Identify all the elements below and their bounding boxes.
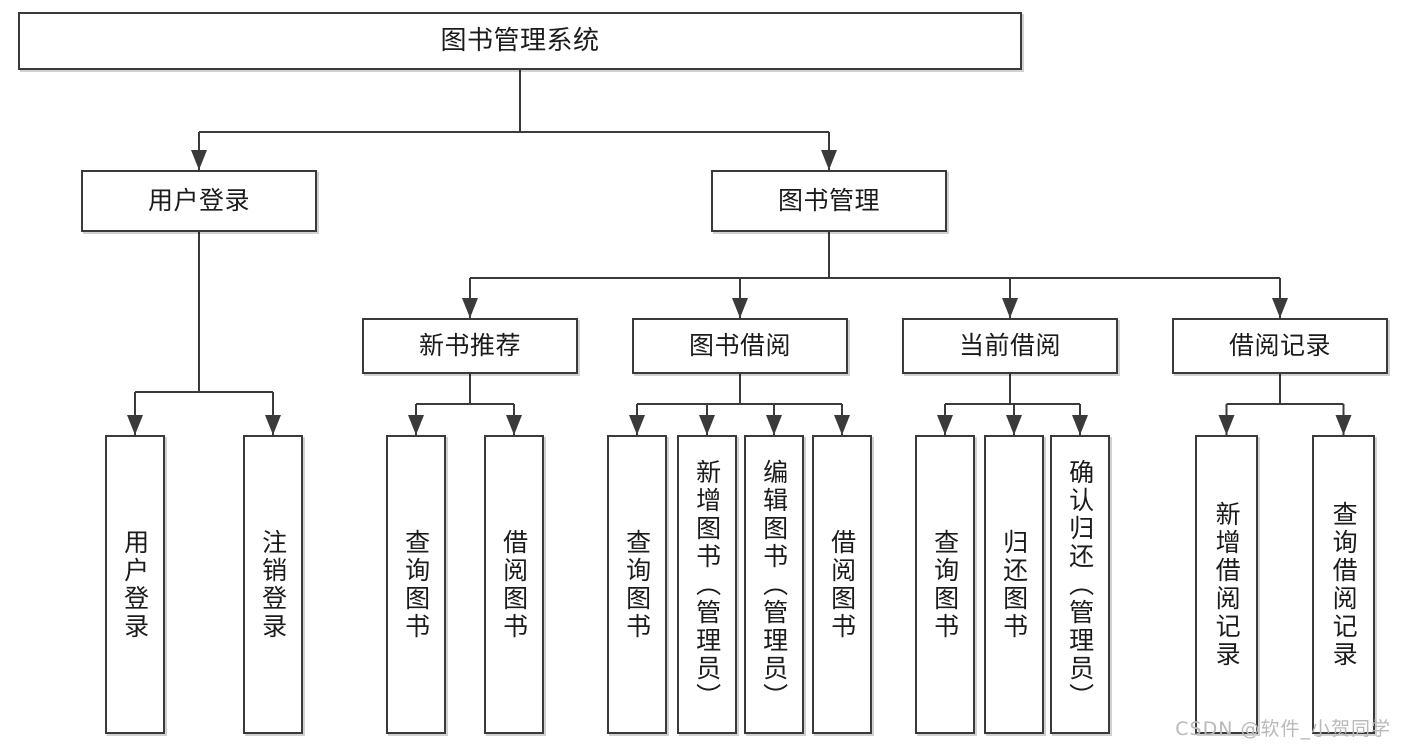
node-borrow-records[interactable]: 借阅记录 <box>1172 318 1388 374</box>
leaf-borrow-book-1-label: 借阅图书 <box>499 528 529 641</box>
leaf-return-book-label: 归还图书 <box>999 528 1029 641</box>
leaf-edit-book[interactable]: 编辑图书（管理员） <box>744 435 804 734</box>
leaf-query-book-3[interactable]: 查询图书 <box>915 435 975 734</box>
leaf-edit-book-label: 编辑图书（管理员） <box>759 458 789 711</box>
leaf-borrow-book-1[interactable]: 借阅图书 <box>484 435 544 734</box>
node-borrow-records-label: 借阅记录 <box>1228 331 1331 361</box>
leaf-add-book-label: 新增图书（管理员） <box>692 458 722 711</box>
node-root[interactable]: 图书管理系统 <box>18 12 1022 70</box>
leaf-user-login-label: 用户登录 <box>120 528 150 641</box>
leaf-query-book-1[interactable]: 查询图书 <box>386 435 446 734</box>
node-user-login[interactable]: 用户登录 <box>81 170 317 232</box>
leaf-query-book-2[interactable]: 查询图书 <box>607 435 667 734</box>
leaf-query-book-2-label: 查询图书 <box>622 528 652 641</box>
leaf-query-book-3-label: 查询图书 <box>930 528 960 641</box>
node-book-borrow[interactable]: 图书借阅 <box>632 318 848 374</box>
leaf-return-book[interactable]: 归还图书 <box>984 435 1044 734</box>
leaf-confirm-return-label: 确认归还（管理员） <box>1065 458 1095 711</box>
leaf-query-borrow-record-label: 查询借阅记录 <box>1329 500 1359 669</box>
node-new-book-recommendation[interactable]: 新书推荐 <box>362 318 578 374</box>
leaf-user-logout[interactable]: 注销登录 <box>243 435 303 734</box>
leaf-borrow-book-2[interactable]: 借阅图书 <box>812 435 872 734</box>
node-new-book-recommendation-label: 新书推荐 <box>418 331 521 361</box>
leaf-query-borrow-record[interactable]: 查询借阅记录 <box>1312 435 1375 734</box>
node-current-borrow[interactable]: 当前借阅 <box>902 318 1118 374</box>
node-book-management-label: 图书管理 <box>777 186 880 216</box>
node-book-borrow-label: 图书借阅 <box>688 331 791 361</box>
leaf-add-borrow-record[interactable]: 新增借阅记录 <box>1195 435 1258 734</box>
leaf-confirm-return[interactable]: 确认归还（管理员） <box>1050 435 1110 734</box>
leaf-user-login[interactable]: 用户登录 <box>105 435 165 734</box>
leaf-user-logout-label: 注销登录 <box>258 528 288 641</box>
leaf-add-book[interactable]: 新增图书（管理员） <box>677 435 737 734</box>
node-user-login-label: 用户登录 <box>147 186 250 216</box>
leaf-borrow-book-2-label: 借阅图书 <box>827 528 857 641</box>
leaf-query-book-1-label: 查询图书 <box>401 528 431 641</box>
node-root-label: 图书管理系统 <box>440 25 600 56</box>
node-current-borrow-label: 当前借阅 <box>958 331 1061 361</box>
node-book-management[interactable]: 图书管理 <box>711 170 947 232</box>
leaf-add-borrow-record-label: 新增借阅记录 <box>1212 500 1242 669</box>
